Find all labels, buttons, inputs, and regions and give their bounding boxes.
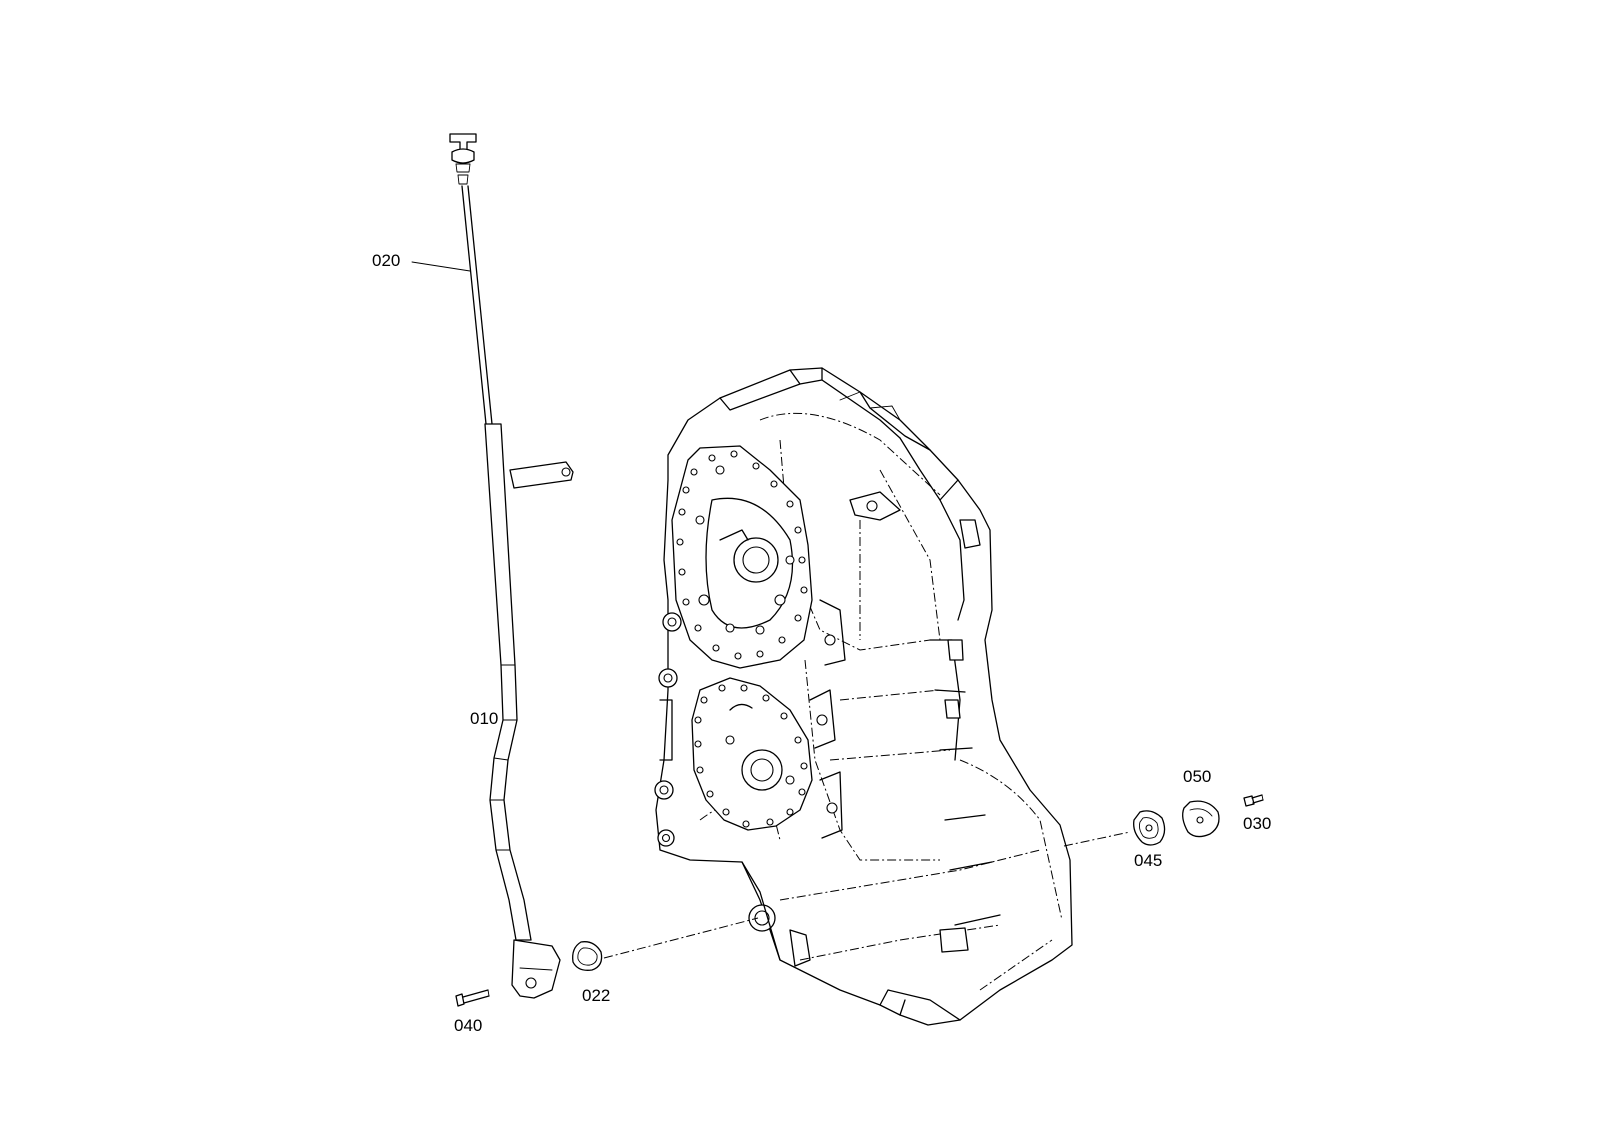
callout-050: 050 [1183, 767, 1212, 786]
callout-030: 030 [1243, 814, 1272, 833]
dipstick-020 [449, 133, 493, 425]
cover-050 [1182, 800, 1220, 838]
screw-030 [1243, 794, 1264, 807]
callout-010: 010 [470, 709, 499, 728]
bolt-040 [455, 989, 490, 1007]
callout-020: 020 [372, 251, 401, 270]
callout-022: 022 [582, 986, 611, 1005]
flange-bolt-holes-upper [676, 450, 808, 660]
callout-040: 040 [454, 1016, 483, 1035]
seal-022 [572, 941, 603, 971]
guide-tube-010 [484, 423, 574, 999]
gasket-045 [1133, 810, 1166, 846]
leader-lines [411, 261, 1131, 959]
transmission-housing [654, 367, 1073, 1026]
callout-045: 045 [1134, 851, 1163, 870]
flange-bolt-holes-lower [694, 684, 808, 828]
